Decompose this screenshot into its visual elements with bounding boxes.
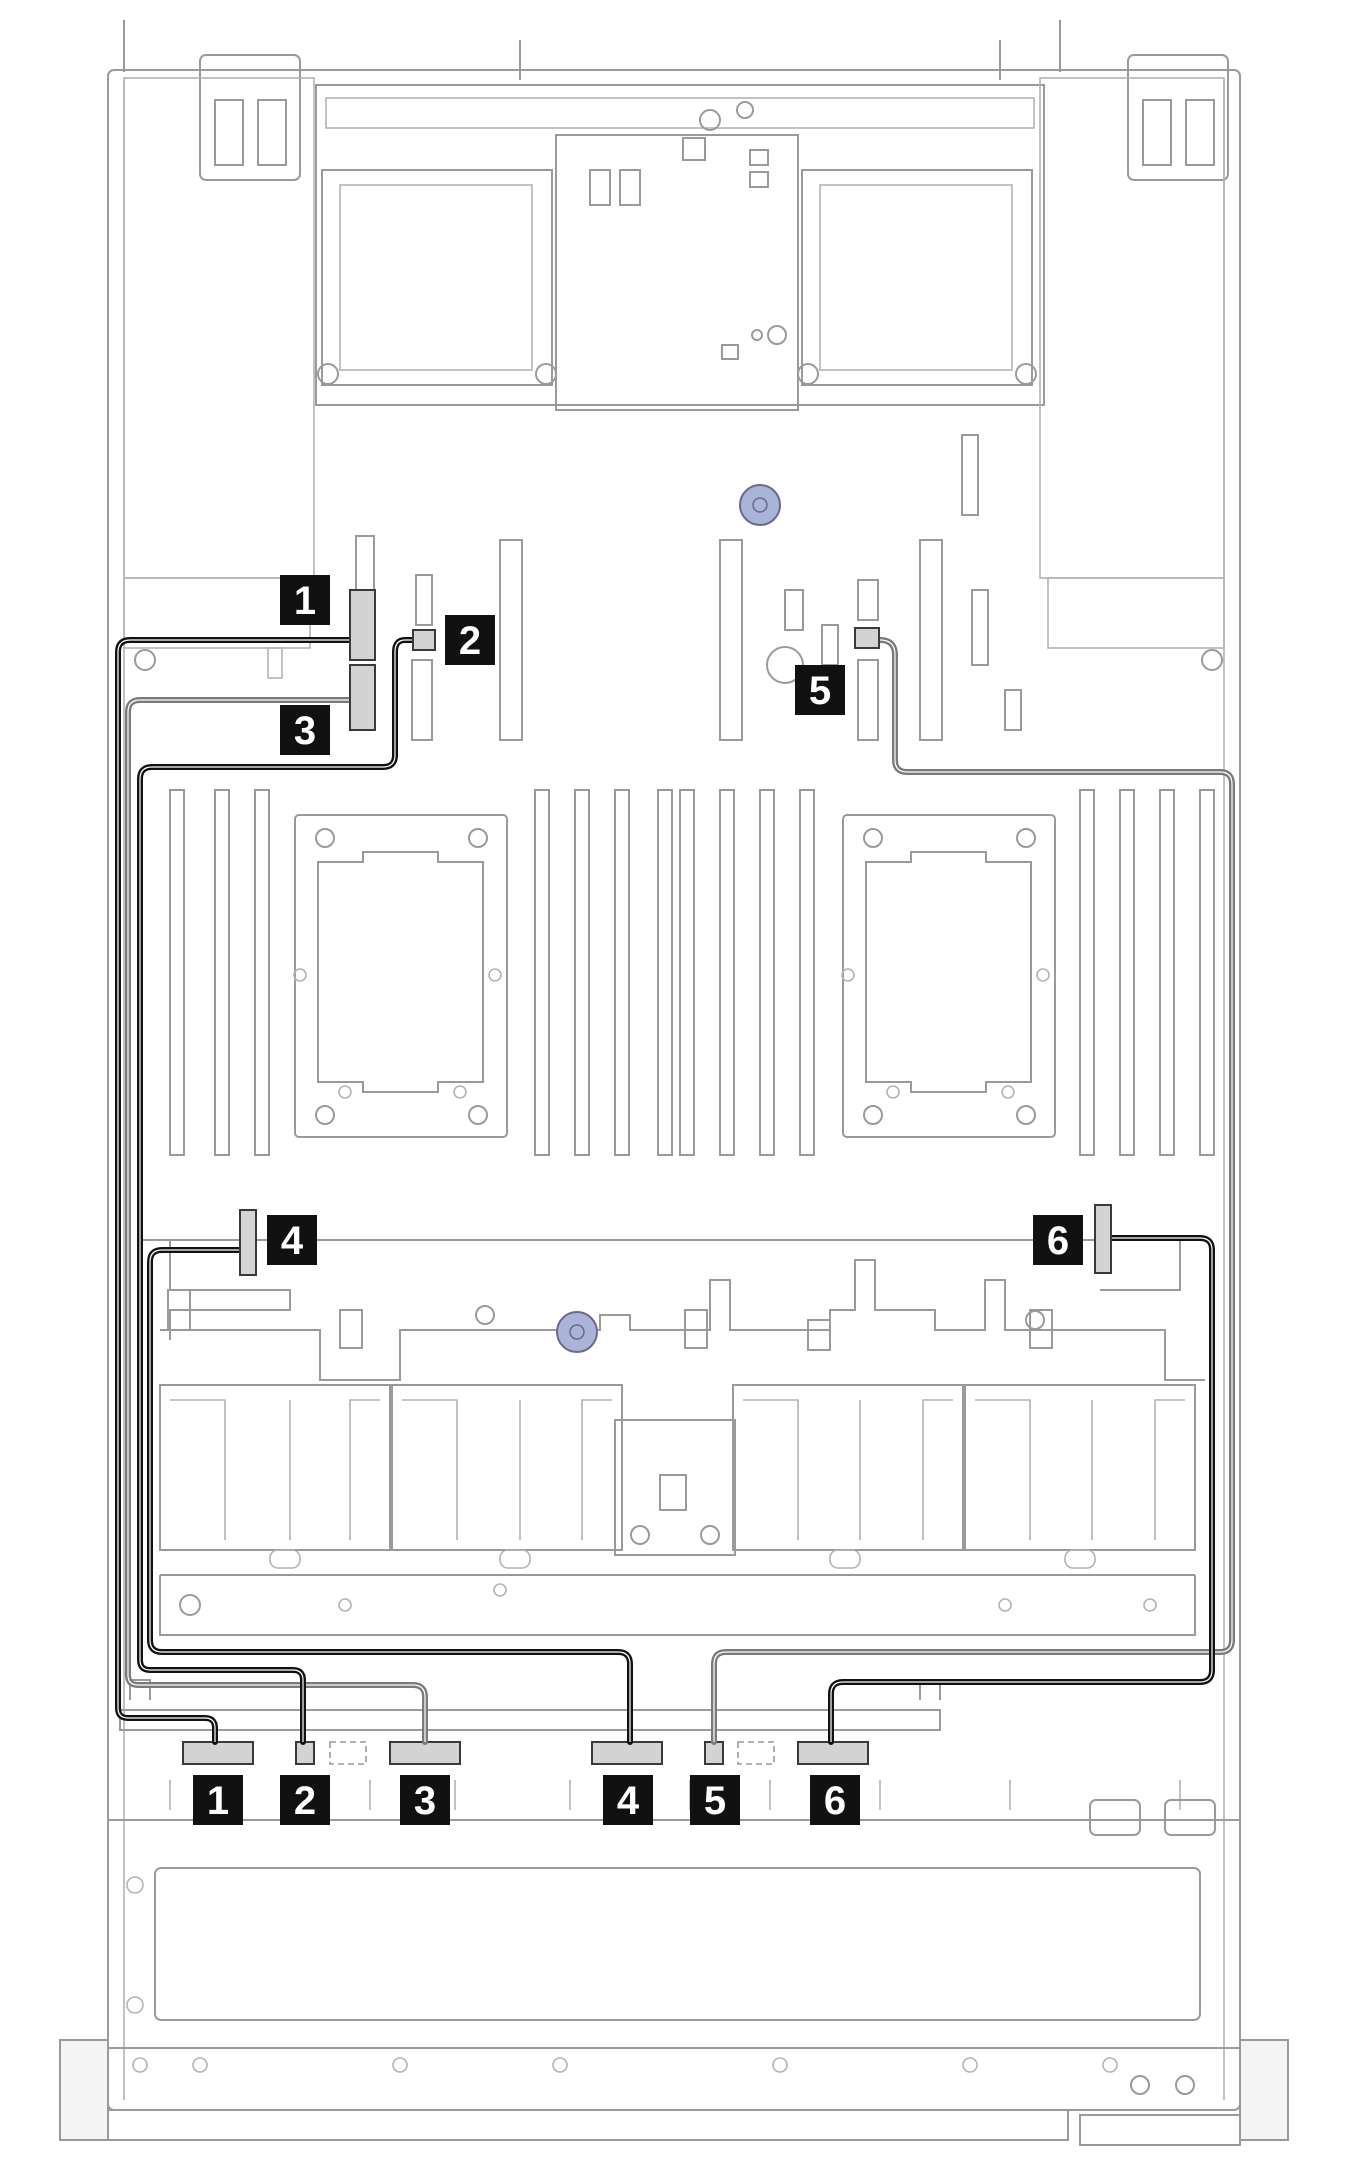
board-connector-4	[239, 1209, 257, 1276]
screw-blue-upper	[739, 484, 781, 526]
cpu-socket-1	[293, 814, 508, 1138]
drive-bay-panel	[154, 1867, 1201, 2021]
rear-riser-area	[315, 84, 1045, 411]
board-connector-1	[349, 589, 376, 661]
callout-1-top-label: 1	[294, 579, 316, 623]
backplane-connector-2	[295, 1741, 315, 1765]
board-connector-2	[412, 629, 436, 651]
connector-strip-right	[971, 589, 989, 666]
system-board-upper	[134, 434, 1223, 741]
pcie-small-d	[857, 579, 879, 621]
screw-blue-fan	[556, 1311, 598, 1353]
callout-2-top: 2	[445, 615, 495, 665]
pcie-small-b	[411, 659, 433, 741]
callout-4-bottom-label: 4	[617, 1779, 640, 1823]
backplane-connector-3	[389, 1741, 461, 1765]
cable-5	[711, 637, 1235, 1745]
callout-1-top: 1	[280, 575, 330, 625]
right-rack-ear	[1239, 2039, 1289, 2141]
cpu-socket-2	[841, 814, 1056, 1138]
left-rack-ear	[59, 2039, 109, 2141]
board-connector-5	[854, 627, 880, 649]
riser-cage-left	[321, 169, 553, 386]
riser-cage-right	[801, 169, 1033, 386]
callout-5-bottom-label: 5	[704, 1779, 726, 1823]
pcie-slot-b	[499, 539, 523, 741]
backplane-connector-5	[704, 1741, 724, 1765]
callout-1-bottom: 1	[193, 1775, 243, 1825]
drive-backplane	[119, 1679, 1216, 1836]
cable-3	[125, 697, 428, 1745]
backplane-connector-6	[797, 1741, 869, 1765]
backplane-connector-4	[591, 1741, 663, 1765]
callout-5-bottom: 5	[690, 1775, 740, 1825]
backplane-connector-2-spare	[329, 1741, 367, 1765]
riser-top-strip	[325, 97, 1035, 129]
board-connector-6	[1094, 1204, 1112, 1274]
riser-bay	[315, 84, 1045, 406]
chassis-outer	[107, 69, 1241, 2111]
riser-center-bracket	[555, 134, 799, 411]
header-small	[821, 624, 839, 666]
callout-4-bottom: 4	[603, 1775, 653, 1825]
fan-module-2	[391, 1384, 623, 1551]
fan-cage	[140, 1239, 1205, 1636]
front-drive-cage	[107, 1819, 1241, 2146]
connector-small-right	[1004, 689, 1022, 731]
psu-handle-left	[199, 54, 301, 181]
cable-6	[828, 1235, 1215, 1745]
fan-module-1	[159, 1384, 391, 1551]
psu-handle-right	[1127, 54, 1229, 181]
pcie-small-e	[857, 659, 879, 741]
callout-3-bottom: 3	[400, 1775, 450, 1825]
cable-2	[137, 637, 419, 1745]
fan-module-3	[732, 1384, 964, 1551]
server-chassis	[59, 20, 1289, 2141]
callout-5-top: 5	[795, 665, 845, 715]
fan-center-latch	[614, 1419, 736, 1556]
callout-2-top-label: 2	[459, 619, 481, 663]
connector-strip-upper-right	[961, 434, 979, 516]
callout-6-bottom-label: 6	[824, 1779, 846, 1823]
callout-2-bottom: 2	[280, 1775, 330, 1825]
dimm-slots	[169, 789, 1215, 1156]
callout-6-mid-label: 6	[1047, 1219, 1069, 1263]
psu-right-end	[1047, 577, 1225, 649]
backplane-connector-1	[182, 1741, 254, 1765]
pcie-slot-d	[919, 539, 943, 741]
fan-module-4	[964, 1384, 1196, 1551]
callout-6-mid: 6	[1033, 1215, 1083, 1265]
pcie-small-c	[784, 589, 804, 631]
callout-4-mid: 4	[267, 1215, 317, 1265]
callout-3-top-label: 3	[294, 709, 316, 753]
callout-1-bottom-label: 1	[207, 1779, 229, 1823]
backplane-connector-5-spare	[737, 1741, 775, 1765]
callout-6-bottom: 6	[810, 1775, 860, 1825]
pcie-small-a	[415, 574, 433, 626]
cable-1	[115, 637, 358, 1745]
callout-3-bottom-label: 3	[414, 1779, 436, 1823]
callout-4-mid-label: 4	[281, 1219, 304, 1263]
cable-4	[147, 1247, 633, 1745]
board-connector-3	[349, 664, 376, 731]
callout-2-bottom-label: 2	[294, 1779, 316, 1823]
callout-3-top: 3	[280, 705, 330, 755]
pcie-slot-c	[719, 539, 743, 741]
callout-5-top-label: 5	[809, 669, 831, 713]
